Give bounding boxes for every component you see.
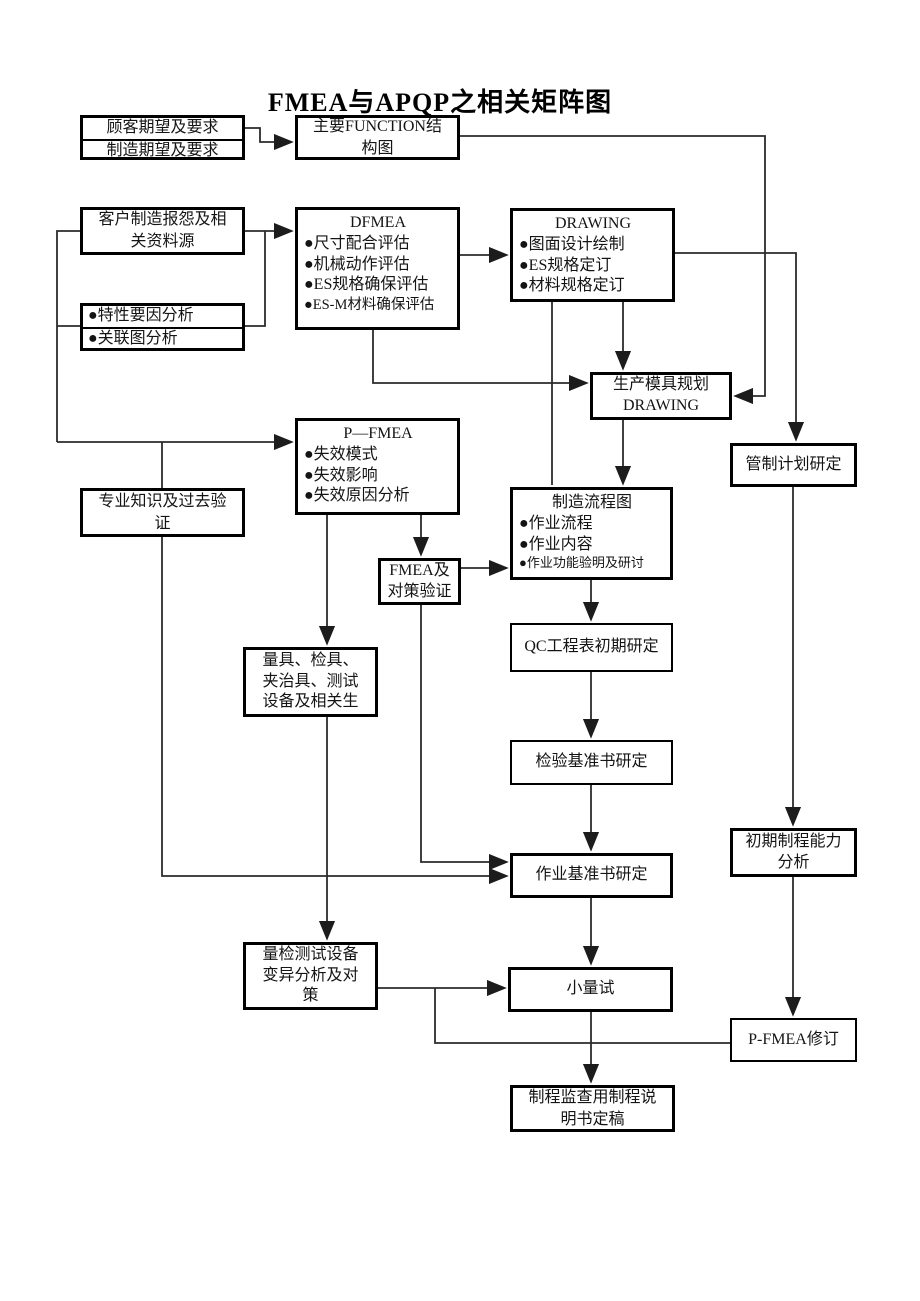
- node-main-function: 主要FUNCTION结构图: [295, 115, 460, 160]
- node-measurement-variation: 量检测试设备变异分析及对策: [243, 942, 378, 1010]
- characteristic-analysis-row1: ●特性要因分析: [83, 306, 242, 329]
- process-flow-item: ●作业流程: [519, 514, 593, 532]
- node-p-fmea: P—FMEA ●失效模式 ●失效影响 ●失效原因分析: [295, 418, 460, 515]
- node-customer-complaints: 客户制造报怨及相关资料源: [80, 207, 245, 255]
- drawing-items: ●图面设计绘制 ●ES规格定订 ●材料规格定订: [519, 235, 667, 297]
- p-fmea-items: ●失效模式 ●失效影响 ●失效原因分析: [304, 445, 452, 507]
- node-process-inspection: 制程监查用制程说明书定稿: [510, 1085, 675, 1132]
- node-pfmea-revision: P-FMEA修订: [730, 1018, 857, 1062]
- node-initial-capability: 初期制程能力分析: [730, 828, 857, 877]
- process-flow-item: ●作业功能验明及研讨: [519, 555, 644, 571]
- customer-expectations-row2: 制造期望及要求: [106, 141, 219, 159]
- node-control-plan: 管制计划研定: [730, 443, 857, 487]
- p-fmea-item: ●失效影响: [304, 466, 378, 484]
- node-mold-planning: 生产模具规划 DRAWING: [590, 372, 732, 420]
- dfmea-item: ●ES-M材料确保评估: [304, 297, 435, 314]
- dfmea-item: ●机械动作评估: [304, 255, 410, 273]
- process-flow-title: 制造流程图: [551, 494, 632, 511]
- dfmea-items: ●尺寸配合评估 ●机械动作评估 ●ES规格确保评估 ●ES-M材料确保评估: [304, 234, 452, 315]
- p-fmea-item: ●失效模式: [304, 445, 378, 463]
- process-flow-item: ●作业内容: [519, 535, 593, 553]
- node-pilot-run: 小量试: [508, 967, 673, 1012]
- node-fmea-verification: FMEA及对策验证: [378, 558, 461, 605]
- node-drawing: DRAWING ●图面设计绘制 ●ES规格定订 ●材料规格定订: [510, 208, 675, 302]
- drawing-item: ●材料规格定订: [519, 277, 625, 295]
- drawing-item: ●图面设计绘制: [519, 235, 625, 253]
- node-inspection-standard: 检验基准书研定: [510, 740, 673, 785]
- node-gauges: 量具、检具、夹治具、测试设备及相关生: [243, 647, 378, 717]
- customer-expectations-row1: 顾客期望及要求: [83, 118, 242, 141]
- characteristic-analysis-row2: ●关联图分析: [88, 329, 178, 347]
- process-flow-items: ●作业流程 ●作业内容 ●作业功能验明及研讨: [519, 514, 665, 572]
- node-dfmea: DFMEA ●尺寸配合评估 ●机械动作评估 ●ES规格确保评估 ●ES-M材料确…: [295, 207, 460, 330]
- node-characteristic-analysis: ●特性要因分析 ●关联图分析: [80, 303, 245, 351]
- mold-planning-line2: DRAWING: [622, 397, 700, 414]
- node-qc-chart: QC工程表初期研定: [510, 623, 673, 672]
- mold-planning-line1: 生产模具规划: [612, 376, 709, 394]
- diagram-title: FMEA与APQP之相关矩阵图: [267, 88, 613, 117]
- node-process-flow: 制造流程图 ●作业流程 ●作业内容 ●作业功能验明及研讨: [510, 487, 673, 580]
- p-fmea-title: P—FMEA: [343, 425, 413, 442]
- node-customer-expectations: 顾客期望及要求 制造期望及要求: [80, 115, 245, 160]
- drawing-item: ●ES规格定订: [519, 256, 612, 274]
- node-expertise: 专业知识及过去验证: [80, 488, 245, 537]
- dfmea-item: ●尺寸配合评估: [304, 234, 410, 252]
- dfmea-item: ●ES规格确保评估: [304, 276, 429, 294]
- node-work-standard: 作业基准书研定: [510, 853, 673, 898]
- dfmea-title: DFMEA: [349, 214, 406, 231]
- p-fmea-item: ●失效原因分析: [304, 487, 410, 505]
- drawing-title: DRAWING: [554, 215, 632, 232]
